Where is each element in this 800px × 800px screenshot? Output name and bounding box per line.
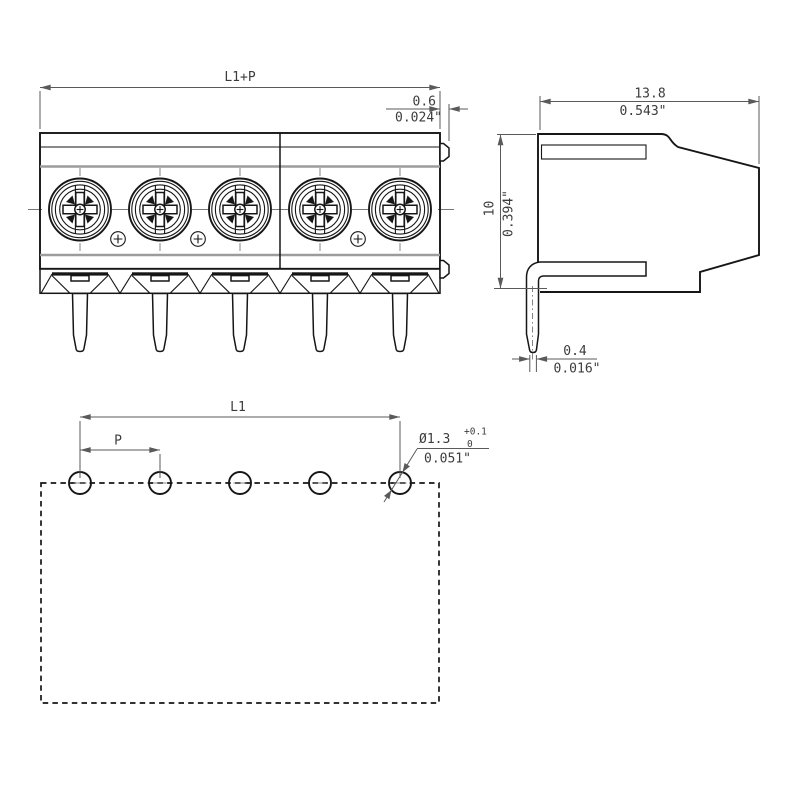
bent-solder-pin [525,261,647,354]
dim-pin-inch: 0.016" [554,362,601,377]
dim-hole-label: Ø1.3 [419,432,450,447]
dim-depth-inch: 0.543" [620,104,667,119]
dim-total-width: L1+P [39,70,441,129]
dim-depth-mm: 13.8 [634,87,665,102]
side-view: 13.8 0.543" 10 0.394" 0.4 0.016" [483,87,760,377]
board-outline-dashed [40,482,440,704]
front-view: L1+P 0.6 0.024" [28,70,468,353]
solder-pin [131,271,189,353]
solder-pin [371,271,429,353]
dim-hole-diameter: Ø1.3 +0.1 0 0.051" [383,427,489,503]
mounting-tab [439,259,450,279]
dim-pin-mm: 0.4 [563,344,587,359]
test-point [110,231,126,247]
dim-hole-tol-plus: +0.1 [464,427,487,438]
dim-height: 10 0.394" [483,134,547,289]
solder-pin [291,271,349,353]
dim-height-mm: 10 [483,201,498,217]
dim-pitch: P [80,434,161,478]
screw-head [48,167,112,252]
dim-label-l1p: L1+P [224,70,255,85]
dim-flange-mm: 0.6 [413,95,436,110]
footprint-view: L1 P Ø1.3 +0.1 0 0.051" [40,400,489,704]
dim-hole-inch: 0.051" [424,452,471,467]
dim-hole-tol-minus: 0 [467,439,473,450]
dim-depth: 13.8 0.543" [539,87,760,164]
dim-flange-inch: 0.024" [395,111,442,126]
dim-pin-width: 0.4 0.016" [512,344,600,377]
solder-pin [211,271,269,353]
housing-front [39,132,450,295]
funnel-notches [40,273,440,295]
test-point [350,231,366,247]
dim-pitch-label: P [114,434,122,449]
mounting-tab [439,142,450,162]
screw-head [368,167,432,252]
dim-flange: 0.6 0.024" [386,95,468,141]
housing-side [537,133,760,293]
test-point [190,231,206,247]
dim-span-label: L1 [230,400,246,415]
dim-span: L1 [79,400,401,478]
screw-head [288,167,352,252]
screw-head [128,167,192,252]
dim-height-inch: 0.394" [502,190,517,237]
screw-head [208,167,272,252]
contact-rail-slot [540,144,647,160]
solder-pin [51,271,109,353]
